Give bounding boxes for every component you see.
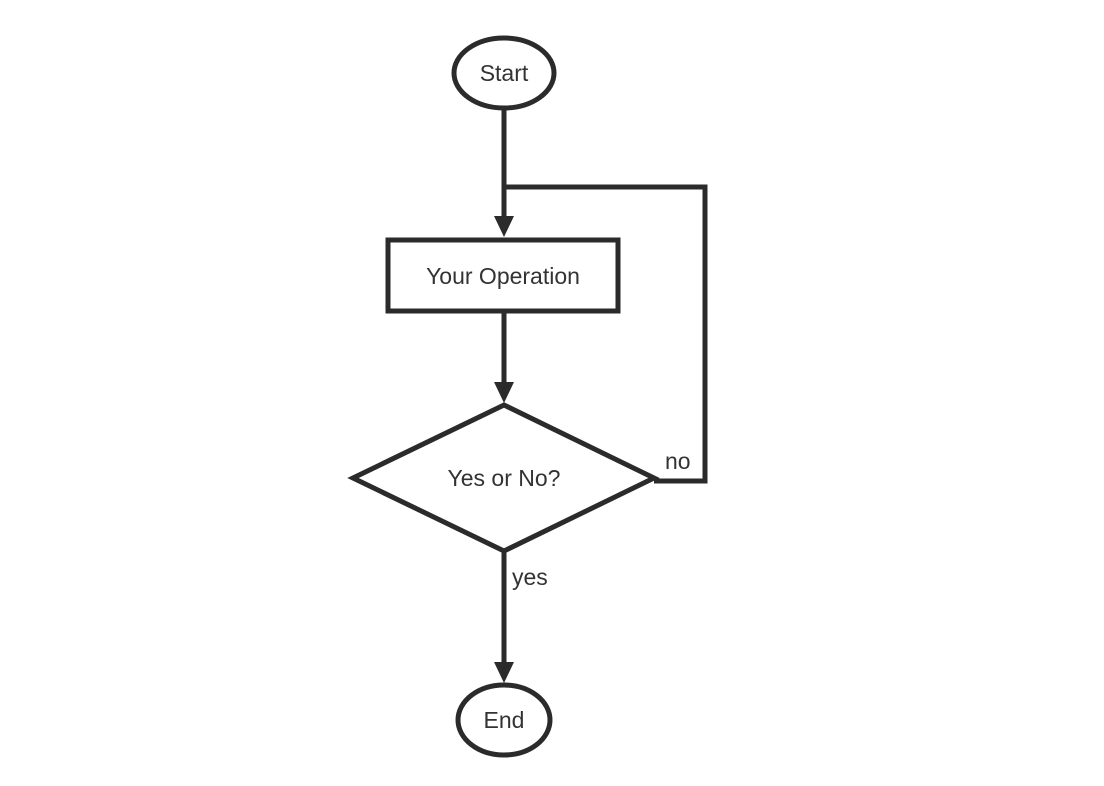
decision-node-shape <box>347 402 660 554</box>
decision-node-label: Yes or No? <box>448 465 561 491</box>
start-node-label: Start <box>480 60 529 86</box>
no-edge-label: no <box>665 448 691 474</box>
start-node: Start <box>451 35 557 111</box>
operation-node-label: Your Operation <box>426 263 580 289</box>
operation-node-shape <box>385 237 621 314</box>
arrowhead-into-end <box>494 662 514 683</box>
yes-edge-label: yes <box>512 564 548 590</box>
arrowhead-into-decision <box>494 382 514 403</box>
operation-node: Your Operation <box>385 237 621 314</box>
end-node-shape <box>455 682 553 758</box>
start-node-shape <box>451 35 557 111</box>
end-node-label: End <box>484 707 525 733</box>
arrowhead-into-operation <box>494 216 514 237</box>
decision-node: Yes or No? <box>347 402 660 554</box>
end-node: End <box>455 682 553 758</box>
edge-no-loop <box>504 184 708 484</box>
